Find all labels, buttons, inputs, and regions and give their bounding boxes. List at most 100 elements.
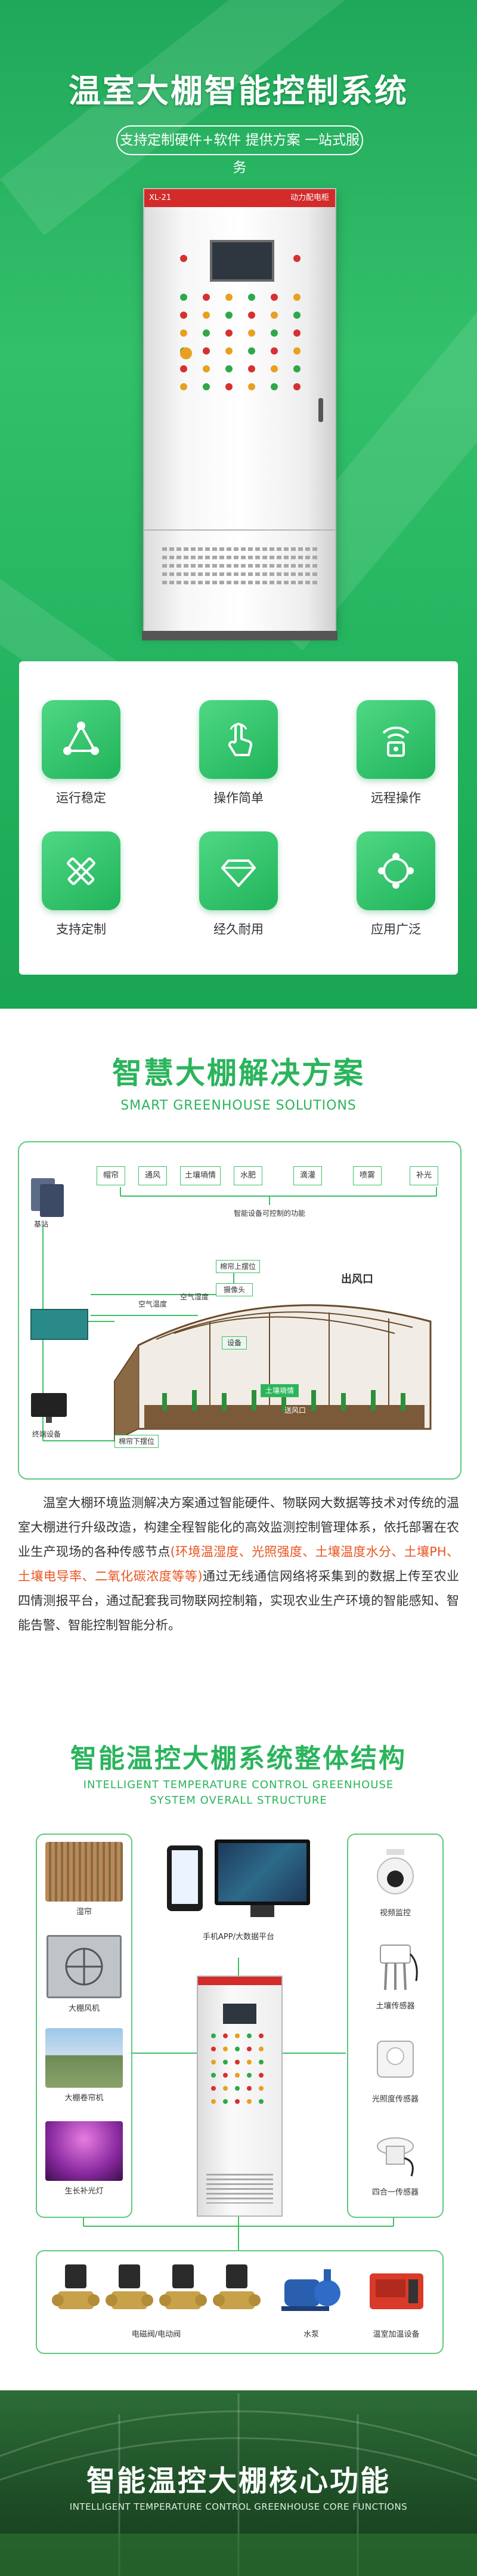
camera-label: 摄像头 [216,1283,253,1296]
cabinet-button [259,2073,264,2078]
feature-label: 操作简单 [213,791,264,805]
cabinet-button [211,2033,216,2038]
four-in-one-item: 四合一传感器 [355,2122,435,2197]
cabinet-button [225,347,233,355]
cabinet-button [223,2047,228,2051]
cabinet-button [248,383,255,390]
indicator-light [293,255,301,262]
item-label: 大棚风机 [68,2004,100,2013]
video-item: 视频监控 [355,1843,435,1918]
hand-tap-icon [199,700,278,779]
cabinet-button [235,2099,240,2104]
feature-card: 远程操作 [354,700,438,806]
device-label: 设备 [222,1336,247,1349]
platform-devices-image [161,1834,316,1935]
feature-label: 应用广泛 [371,922,421,936]
emergency-stop [180,347,192,359]
equipment-group: 电磁阀/电动阀 水泵 温室加温设备 [36,2250,444,2354]
cabinet-button [223,2060,228,2065]
heater-item: 温室加温设备 [359,2258,433,2339]
cabinet-button [223,2033,228,2038]
roller-item: 大棚卷帘机 [44,2028,124,2103]
grow-light-image [45,2121,123,2181]
control-chip: 补光 [410,1166,438,1185]
structure-section: 智能温控大棚系统整体结构 INTELLIGENT TEMPERATURE CON… [0,1695,477,2390]
cabinet-button [259,2099,264,2104]
paragraph-text: 通过无线通信网络将采集到的数据上传至农业四情测报平台，通过配套我司物联网控制箱，… [18,1569,459,1632]
cabinet-button [203,365,210,372]
cabinet-button [211,2060,216,2065]
sensors-group: 视频监控 土壤传感器 光照度传感器 四合一传感器 [347,1834,444,2218]
solutions-subtitle: SMART GREENHOUSE SOLUTIONS [120,1098,357,1113]
item-label: 大棚卷帘机 [64,2094,104,2103]
return-vent-label: 送风口 [284,1406,306,1415]
cabinet-button [211,2047,216,2051]
cabinet-header: XL-21 动力配电柜 [144,189,335,207]
cabinet-button [211,2086,216,2091]
diamond-icon [199,831,278,910]
triangle-nodes-icon [42,700,120,779]
target-icon [357,831,435,910]
cabinet-button [248,312,255,319]
pump-item: 水泵 [275,2258,347,2339]
cabinet-button [235,2047,240,2051]
central-cabinet-image [197,1976,283,2217]
cabinet-button [225,294,233,301]
item-label: 土壤传感器 [376,2002,415,2011]
cabinet-button [248,347,255,355]
cabinet-button [203,347,210,355]
cabinet-button [203,329,210,337]
camera-icon [366,1843,425,1903]
cabinet-button [223,2086,228,2091]
cabinet-button [247,2073,252,2078]
cabinet-screen [223,2004,256,2024]
bar-bottom-label: 棉帘下摆位 [114,1435,159,1448]
cabinet-button [247,2060,252,2065]
control-chip: 土壤墒情 [180,1166,221,1185]
core-title: 智能温控大棚核心功能 [86,2464,391,2498]
cabinet-button [247,2047,252,2051]
actuators-group: 湿帘 大棚风机 大棚卷帘机 生长补光灯 [36,1834,132,2218]
roller-image [45,2028,123,2088]
cabinet-button [293,312,301,319]
cabinet-button [271,347,278,355]
feature-card: 应用广泛 [354,831,438,938]
feature-card: 支持定制 [39,831,123,938]
structure-subtitle-line2: SYSTEM OVERALL STRUCTURE [150,1794,327,1807]
light-sensor-icon [366,2029,425,2089]
cabinet-model: XL-21 [149,193,172,202]
core-functions-banner: 智能温控大棚核心功能 INTELLIGENT TEMPERATURE CONTR… [0,2390,477,2576]
cabinet-button [248,294,255,301]
wet-curtain-image [45,1842,123,1902]
cabinet-button [248,365,255,372]
platform-label: 手机APP/大数据平台 [203,1933,274,1942]
cabinet-button [180,365,187,372]
cabinet-button [248,329,255,337]
indicator-light [180,255,187,262]
cabinet-button [180,294,187,301]
feature-label: 支持定制 [56,922,106,936]
cabinet-button [271,383,278,390]
control-chip: 水肥 [234,1166,262,1185]
cabinet-button [271,329,278,337]
valve-images [49,2258,264,2324]
pump-icon [275,2258,347,2324]
cabinet-vents [206,2174,273,2204]
bar-top-label: 棉帘上摆位 [216,1260,260,1273]
valve-icon [213,2264,261,2309]
wet-curtain-item: 湿帘 [44,1842,124,1916]
features-panel: 运行稳定 操作简单 远程操作 支持定制 经久耐用 [19,661,458,975]
cabinet-button [180,329,187,337]
solutions-paragraph: 温室大棚环境监测解决方案通过智能硬件、物联网大数据等技术对传统的温室大棚进行升级… [18,1491,459,1638]
cabinet-button [225,365,233,372]
valve-icon [52,2264,100,2309]
phone-image [167,1845,203,1911]
cabinet-door [144,207,335,531]
item-label: 温室加温设备 [373,2330,420,2339]
cabinet-button [293,294,301,301]
item-label: 电磁阀/电动阀 [131,2330,181,2339]
control-caption: 智能设备可控制的功能 [234,1209,306,1218]
wifi-remote-icon [357,700,435,779]
cabinet-button [293,329,301,337]
item-label: 光照度传感器 [371,2095,419,2104]
